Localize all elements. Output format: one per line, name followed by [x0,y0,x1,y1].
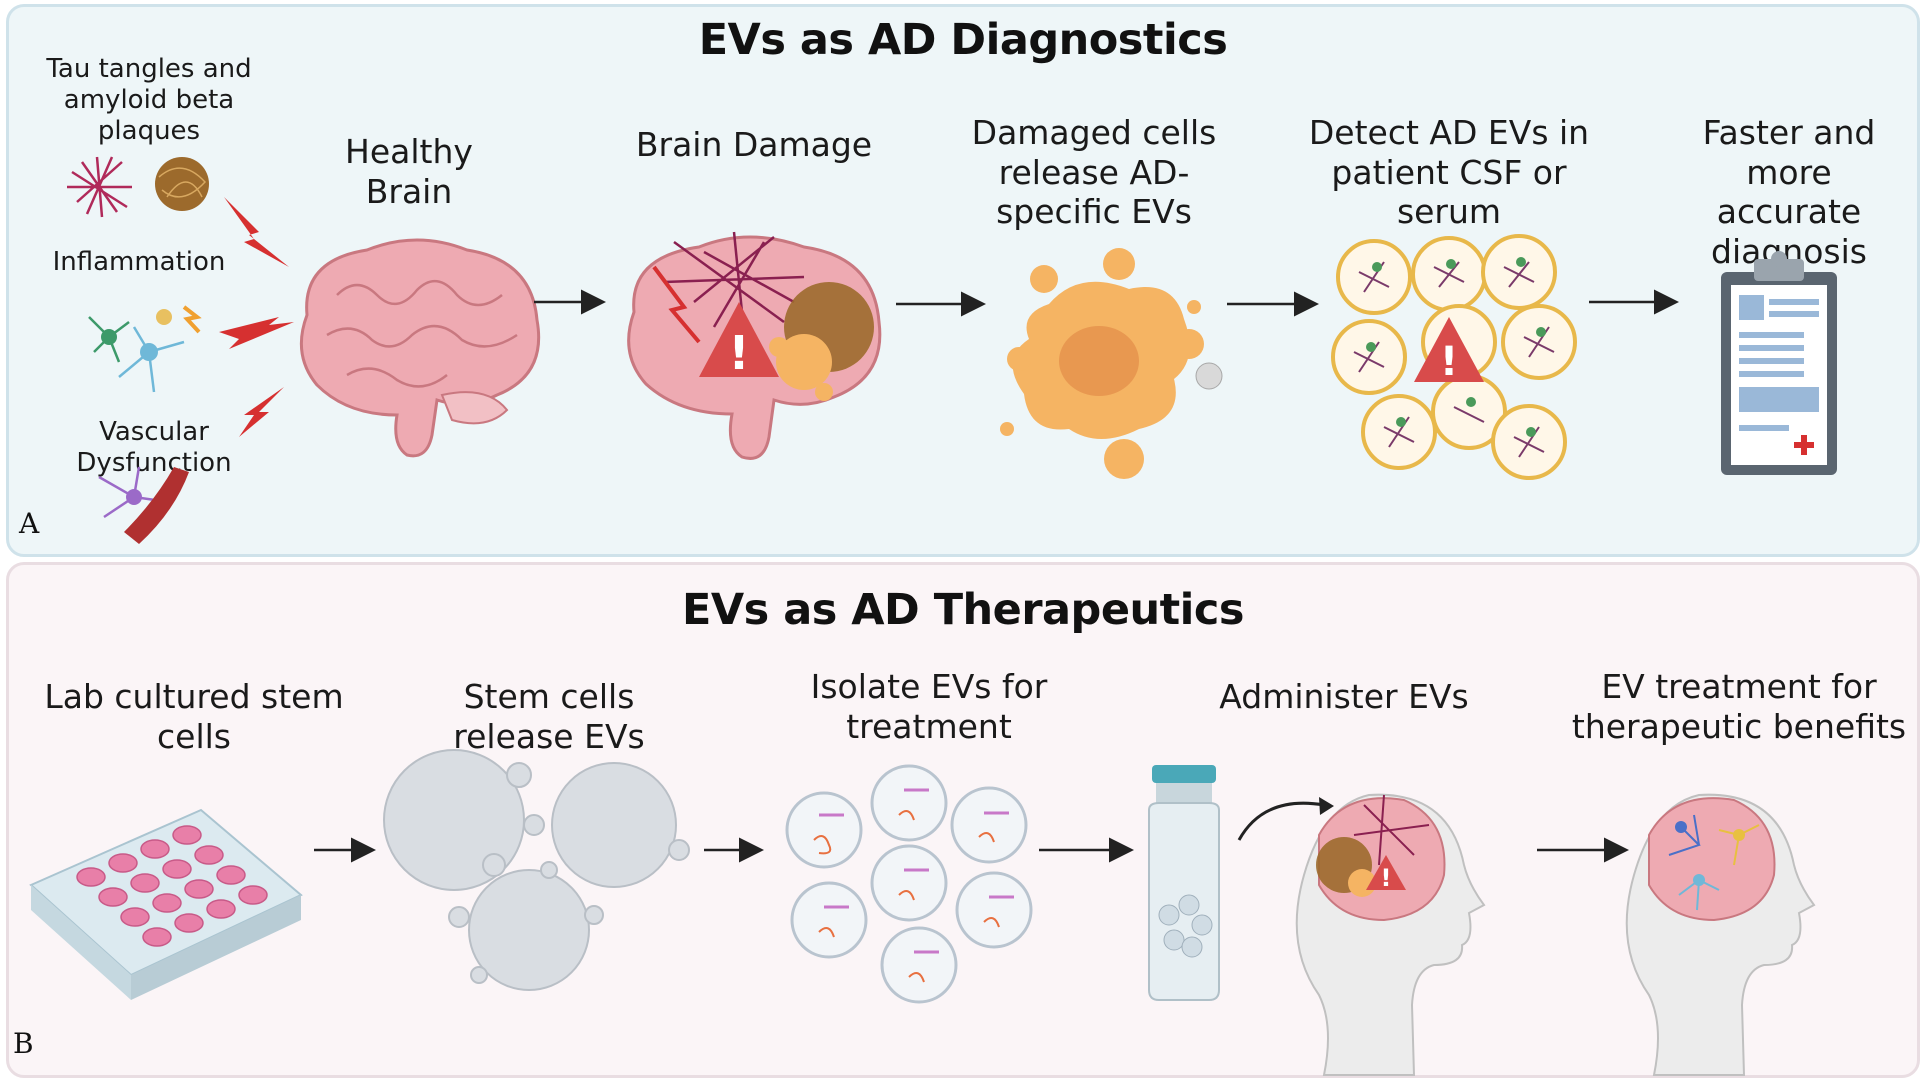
step-b4-label: Administer EVs [1219,677,1469,716]
step-a5-label: Faster and more accurate diagnosis [1702,113,1876,271]
damaged-brain-image: ! [627,231,882,460]
step-a1-label: Healthy Brain [345,132,473,211]
svg-text:!: ! [729,326,750,380]
step-b2-label: Stem cells release EVs [453,677,645,756]
cause-tau-label: Tau tangles and amyloid beta plaques [46,54,252,147]
damaged-cell-evs-image [1000,248,1223,479]
vascular-icon [98,466,189,544]
svg-text:!: ! [1440,339,1458,385]
healthy-brain-image [299,238,541,458]
step-a4-label: Detect AD EVs in patient CSF or serum [1308,113,1590,232]
step-a2-label: Brain Damage [635,125,873,164]
tau-plaque-icon [67,156,209,218]
svg-text:!: ! [1381,864,1392,892]
well-plate-image [29,808,303,1000]
cause-inflammation-label: Inflammation [52,247,226,277]
treated-head-image [1625,793,1816,1076]
ad-evs-cluster-image: ! [1331,234,1577,480]
inflammation-cells-icon [88,305,202,393]
step-b3-label: Isolate EVs for treatment [810,667,1048,746]
panel-b-arrows [314,837,1629,863]
clipboard-diagnosis-icon [1721,251,1837,475]
stem-cells-image [383,749,690,991]
panel-therapeutics: EVs as AD Therapeutics B Lab cultured st… [6,562,1920,1078]
panel-diagnostics: EVs as AD Diagnostics A Tau tangles and … [6,4,1920,557]
isolated-evs-image [785,764,1033,1004]
cause-vascular-label: Vascular Dysfunction [76,417,232,479]
panel-a-title: EVs as AD Diagnostics [698,15,1228,65]
vial-and-head-image: ! [1148,765,1486,1076]
step-b1-label: Lab cultured stem cells [44,677,344,756]
panel-a-letter: A [19,507,40,540]
panel-a-arrows [534,289,1679,317]
step-a3-label: Damaged cells release AD-specific EVs [971,113,1217,232]
step-b5-label: EV treatment for therapeutic benefits [1571,667,1907,746]
lightning-bolt-icons [219,197,294,437]
panel-b-title: EVs as AD Therapeutics [681,585,1245,635]
panel-b-letter: B [13,1027,34,1060]
